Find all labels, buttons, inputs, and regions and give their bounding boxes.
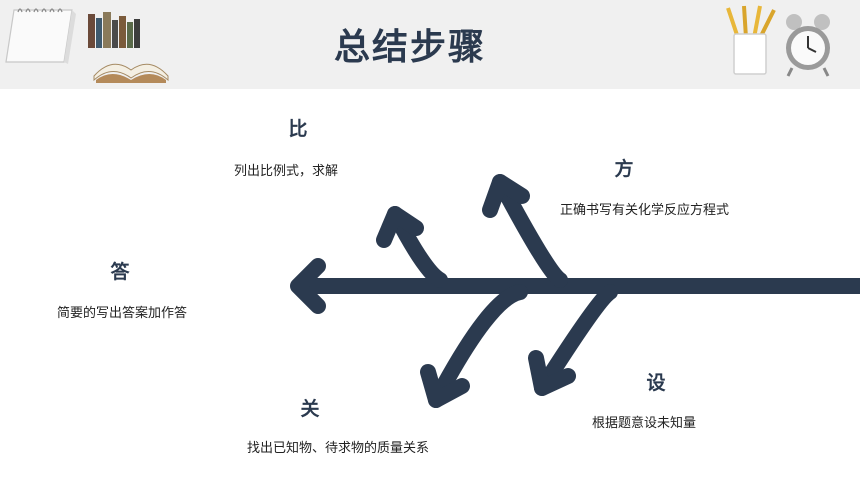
step-title-she: 设 — [646, 372, 666, 394]
step-desc-bi: 列出比例式，求解 — [234, 164, 339, 179]
step-title-fang: 方 — [614, 158, 634, 180]
step-desc-she: 根据题意设未知量 — [592, 416, 697, 431]
header-band — [0, 0, 860, 89]
main-arrowhead — [290, 258, 326, 314]
open-book-icon — [93, 63, 169, 83]
arrowhead-bi — [376, 206, 424, 248]
notepad-icon — [5, 8, 76, 64]
arrowhead-fang — [482, 174, 530, 218]
branch-she — [534, 284, 618, 396]
arrowhead-she — [528, 350, 576, 396]
step-desc-fang: 正确书写有关化学反应方程式 — [560, 203, 730, 218]
step-title-bi: 比 — [288, 118, 308, 140]
page-title: 总结步骤 — [333, 27, 486, 68]
branch-guan — [428, 284, 528, 408]
step-desc-guan: 找出已知物、待求物的质量关系 — [247, 441, 430, 456]
step-desc-da: 简要的写出答案加作答 — [57, 306, 188, 321]
arrowhead-guan — [420, 364, 470, 408]
pencil-cup-icon — [726, 5, 776, 75]
books-icon — [88, 12, 140, 48]
step-title-da: 答 — [110, 261, 130, 283]
step-title-guan: 关 — [300, 398, 320, 420]
alarm-clock-icon — [786, 14, 830, 77]
branch-fang — [492, 174, 568, 288]
